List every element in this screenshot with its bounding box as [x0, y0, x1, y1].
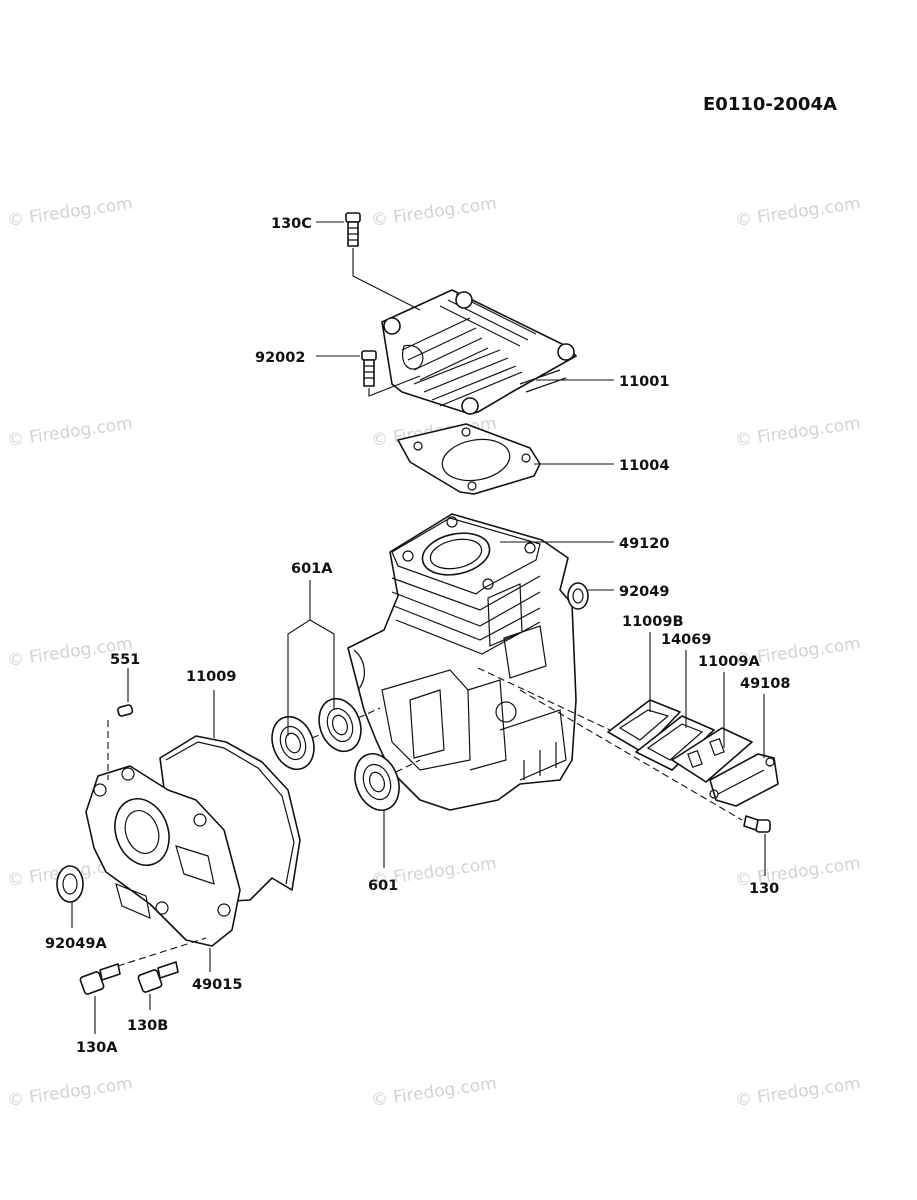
- bearing-601: [354, 753, 400, 811]
- oil-seal-92049a: [56, 865, 84, 928]
- insulator-14069: [635, 715, 715, 771]
- bolt-130: [743, 815, 771, 876]
- leader-lines: [127, 221, 765, 972]
- callout-49120: 49120: [619, 536, 669, 552]
- callout-labels: 130C 92002 11001 11004 49120 92049 601A …: [45, 216, 790, 1056]
- callout-11009b: 11009B: [622, 614, 684, 630]
- bolt-130a: [79, 963, 121, 1034]
- callout-92049a: 92049A: [45, 936, 107, 952]
- gasket-11009a: [671, 727, 753, 783]
- bolt-130b: [137, 961, 179, 1010]
- callout-601a: 601A: [291, 561, 333, 577]
- gasket-11009b: [607, 699, 681, 753]
- cylinder-head: [381, 289, 577, 415]
- callout-130a: 130A: [76, 1040, 118, 1056]
- callout-130b: 130B: [127, 1018, 168, 1034]
- callout-11004: 11004: [619, 458, 669, 474]
- callout-49108: 49108: [740, 676, 790, 692]
- watermark: © Firedog.com: [734, 194, 862, 231]
- watermark: © Firedog.com: [734, 414, 862, 451]
- bearing-601a-right: [318, 697, 362, 753]
- watermark: © Firedog.com: [6, 194, 134, 231]
- dowel-pin-551: [107, 704, 134, 780]
- callout-11001: 11001: [619, 374, 669, 390]
- bearing-601a-left: [271, 715, 315, 771]
- oil-seal-92049: [567, 582, 589, 610]
- watermark: © Firedog.com: [6, 1074, 134, 1111]
- diagram-code: E0110-2004A: [703, 94, 837, 115]
- callout-92002: 92002: [255, 350, 305, 366]
- callout-11009a: 11009A: [698, 654, 760, 670]
- watermark: © Firedog.com: [6, 414, 134, 451]
- callout-14069: 14069: [661, 632, 711, 648]
- callout-11009: 11009: [186, 669, 236, 685]
- callout-601: 601: [368, 878, 398, 894]
- bolt-130c: [345, 212, 421, 311]
- watermark: © Firedog.com: [370, 194, 498, 231]
- callout-551: 551: [110, 652, 140, 668]
- callout-49015: 49015: [192, 977, 242, 993]
- watermark: © Firedog.com: [370, 1074, 498, 1111]
- crankcase-cover: [85, 765, 241, 947]
- cylinder-block: [347, 513, 577, 811]
- watermark: © Firedog.com: [734, 1074, 862, 1111]
- bolt-92002: [361, 350, 421, 397]
- head-gasket: [397, 423, 541, 495]
- callout-130c: 130C: [271, 216, 312, 232]
- callout-92049: 92049: [619, 584, 669, 600]
- callout-130: 130: [749, 881, 779, 897]
- muffler-49108: [709, 753, 779, 807]
